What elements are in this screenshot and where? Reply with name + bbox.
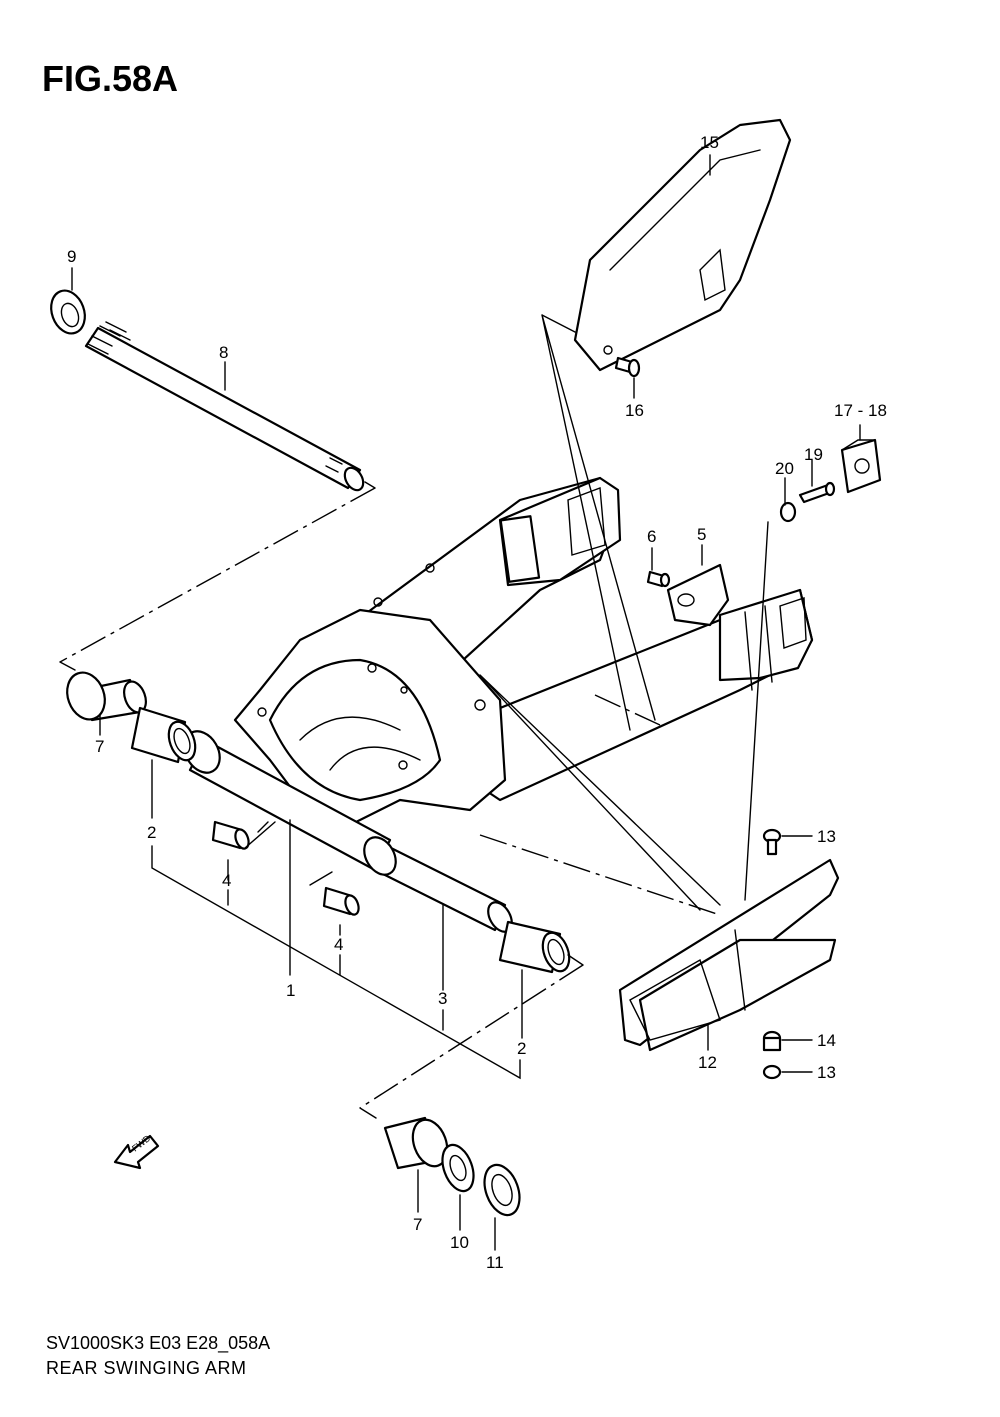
callout-13-upper: 13 — [817, 827, 836, 846]
bolt-part-16 — [614, 356, 641, 378]
callout-12: 12 — [698, 1053, 717, 1072]
fwd-arrow-icon: FWD — [113, 1133, 160, 1170]
callout-3: 3 — [438, 989, 447, 1008]
spacer-part-14 — [762, 1030, 782, 1052]
callout-6: 6 — [647, 527, 656, 546]
callout-2-lower: 2 — [517, 1039, 526, 1058]
collar-part-7-upper — [66, 671, 147, 722]
chain-guide-part-12 — [618, 858, 840, 1052]
figure-name: REAR SWINGING ARM — [46, 1358, 247, 1378]
chain-adjuster-part-17-18 — [840, 438, 882, 494]
bolt-part-13-lower — [762, 1064, 782, 1080]
callout-14: 14 — [817, 1031, 836, 1050]
callout-20: 20 — [775, 459, 794, 478]
callout-11: 11 — [486, 1253, 504, 1272]
callout-7-upper: 7 — [95, 737, 104, 756]
chain-case-part-15 — [573, 118, 792, 372]
callout-16: 16 — [625, 401, 644, 420]
pivot-shaft-part-8 — [84, 321, 365, 492]
callout-2-upper: 2 — [147, 823, 156, 842]
nut-part-9 — [50, 289, 86, 335]
bolt-part-19 — [798, 481, 836, 504]
callout-10: 10 — [450, 1233, 469, 1252]
swingarm-part-1 — [183, 476, 814, 933]
callout-8: 8 — [219, 343, 228, 362]
reference-lines — [59, 154, 861, 1251]
bearing-part-4-lower — [322, 886, 360, 916]
callout-9: 9 — [67, 247, 76, 266]
bearing-part-2-upper — [130, 706, 197, 764]
callout-15: 15 — [700, 133, 719, 152]
callout-4-lower: 4 — [334, 935, 343, 954]
bearing-part-4-upper — [211, 820, 250, 850]
figure-title: FIG.58A — [42, 58, 179, 99]
bearing-part-2-lower — [498, 920, 571, 974]
callout-4-upper: 4 — [222, 871, 231, 890]
callout-1: 1 — [286, 981, 295, 1000]
bolt-part-13-upper — [762, 828, 782, 856]
callout-labels: 1 2 2 3 4 4 5 6 7 7 8 9 10 11 12 13 13 1… — [67, 133, 887, 1272]
callout-7-lower: 7 — [413, 1215, 422, 1234]
callout-19: 19 — [804, 445, 823, 464]
washer-part-20 — [779, 501, 797, 523]
seal-part-11 — [483, 1163, 521, 1217]
callout-5: 5 — [697, 525, 706, 544]
collar-part-7-lower — [383, 1116, 449, 1170]
bracket-part-5 — [666, 563, 730, 627]
model-code: SV1000SK3 E03 E28_058A — [46, 1333, 271, 1353]
callout-13-lower: 13 — [817, 1063, 836, 1082]
washer-part-10 — [441, 1143, 475, 1193]
callout-17-18: 17 - 18 — [834, 401, 887, 420]
bolt-part-6 — [646, 570, 671, 588]
